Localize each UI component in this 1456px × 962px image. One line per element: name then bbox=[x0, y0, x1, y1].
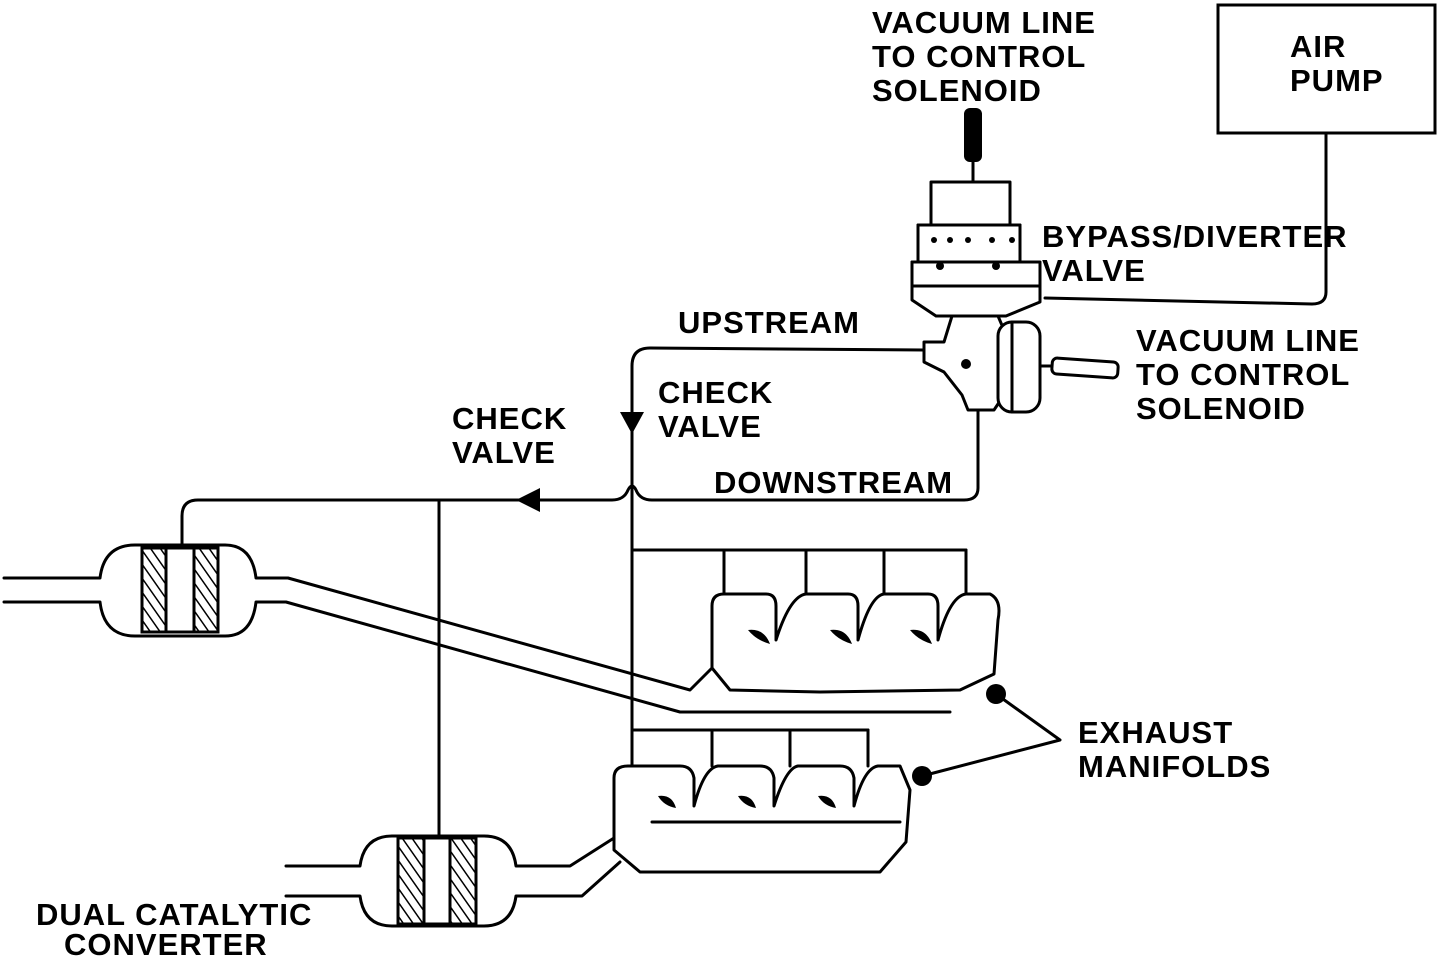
label-check-valve-center: CHECK VALVE bbox=[658, 375, 774, 444]
check-valve-left-arrow bbox=[516, 488, 540, 512]
downstream-line bbox=[180, 408, 980, 547]
label-air-pump: AIR PUMP bbox=[1290, 29, 1384, 98]
upper-catalytic-converter bbox=[2, 543, 952, 714]
lower-catalytic-converter bbox=[284, 834, 622, 928]
label-vacuum-line-right: VACUUM LINE TO CONTROL SOLENOID bbox=[1136, 323, 1360, 426]
label-vacuum-line-top: VACUUM LINE TO CONTROL SOLENOID bbox=[872, 5, 1096, 108]
air-pump-line bbox=[1043, 131, 1328, 306]
label-upstream: UPSTREAM bbox=[678, 305, 860, 340]
label-bypass-diverter-valve: BYPASS/DIVERTER VALVE bbox=[1042, 219, 1348, 288]
bypass-diverter-valve bbox=[910, 180, 1120, 414]
label-downstream: DOWNSTREAM bbox=[714, 465, 954, 500]
vacuum-line-top-stub bbox=[964, 108, 982, 162]
lower-exhaust-manifold bbox=[612, 728, 932, 874]
label-dual-catalytic-converter: DUAL CATALYTIC CONVERTER bbox=[36, 897, 313, 962]
upstream-line bbox=[630, 346, 926, 737]
upper-exhaust-manifold bbox=[630, 548, 1006, 704]
check-valve-center-arrow bbox=[620, 412, 644, 434]
label-exhaust-manifolds: EXHAUST MANIFOLDS bbox=[1078, 715, 1272, 784]
label-check-valve-left: CHECK VALVE bbox=[452, 401, 568, 470]
air-pump-box bbox=[1216, 3, 1437, 135]
